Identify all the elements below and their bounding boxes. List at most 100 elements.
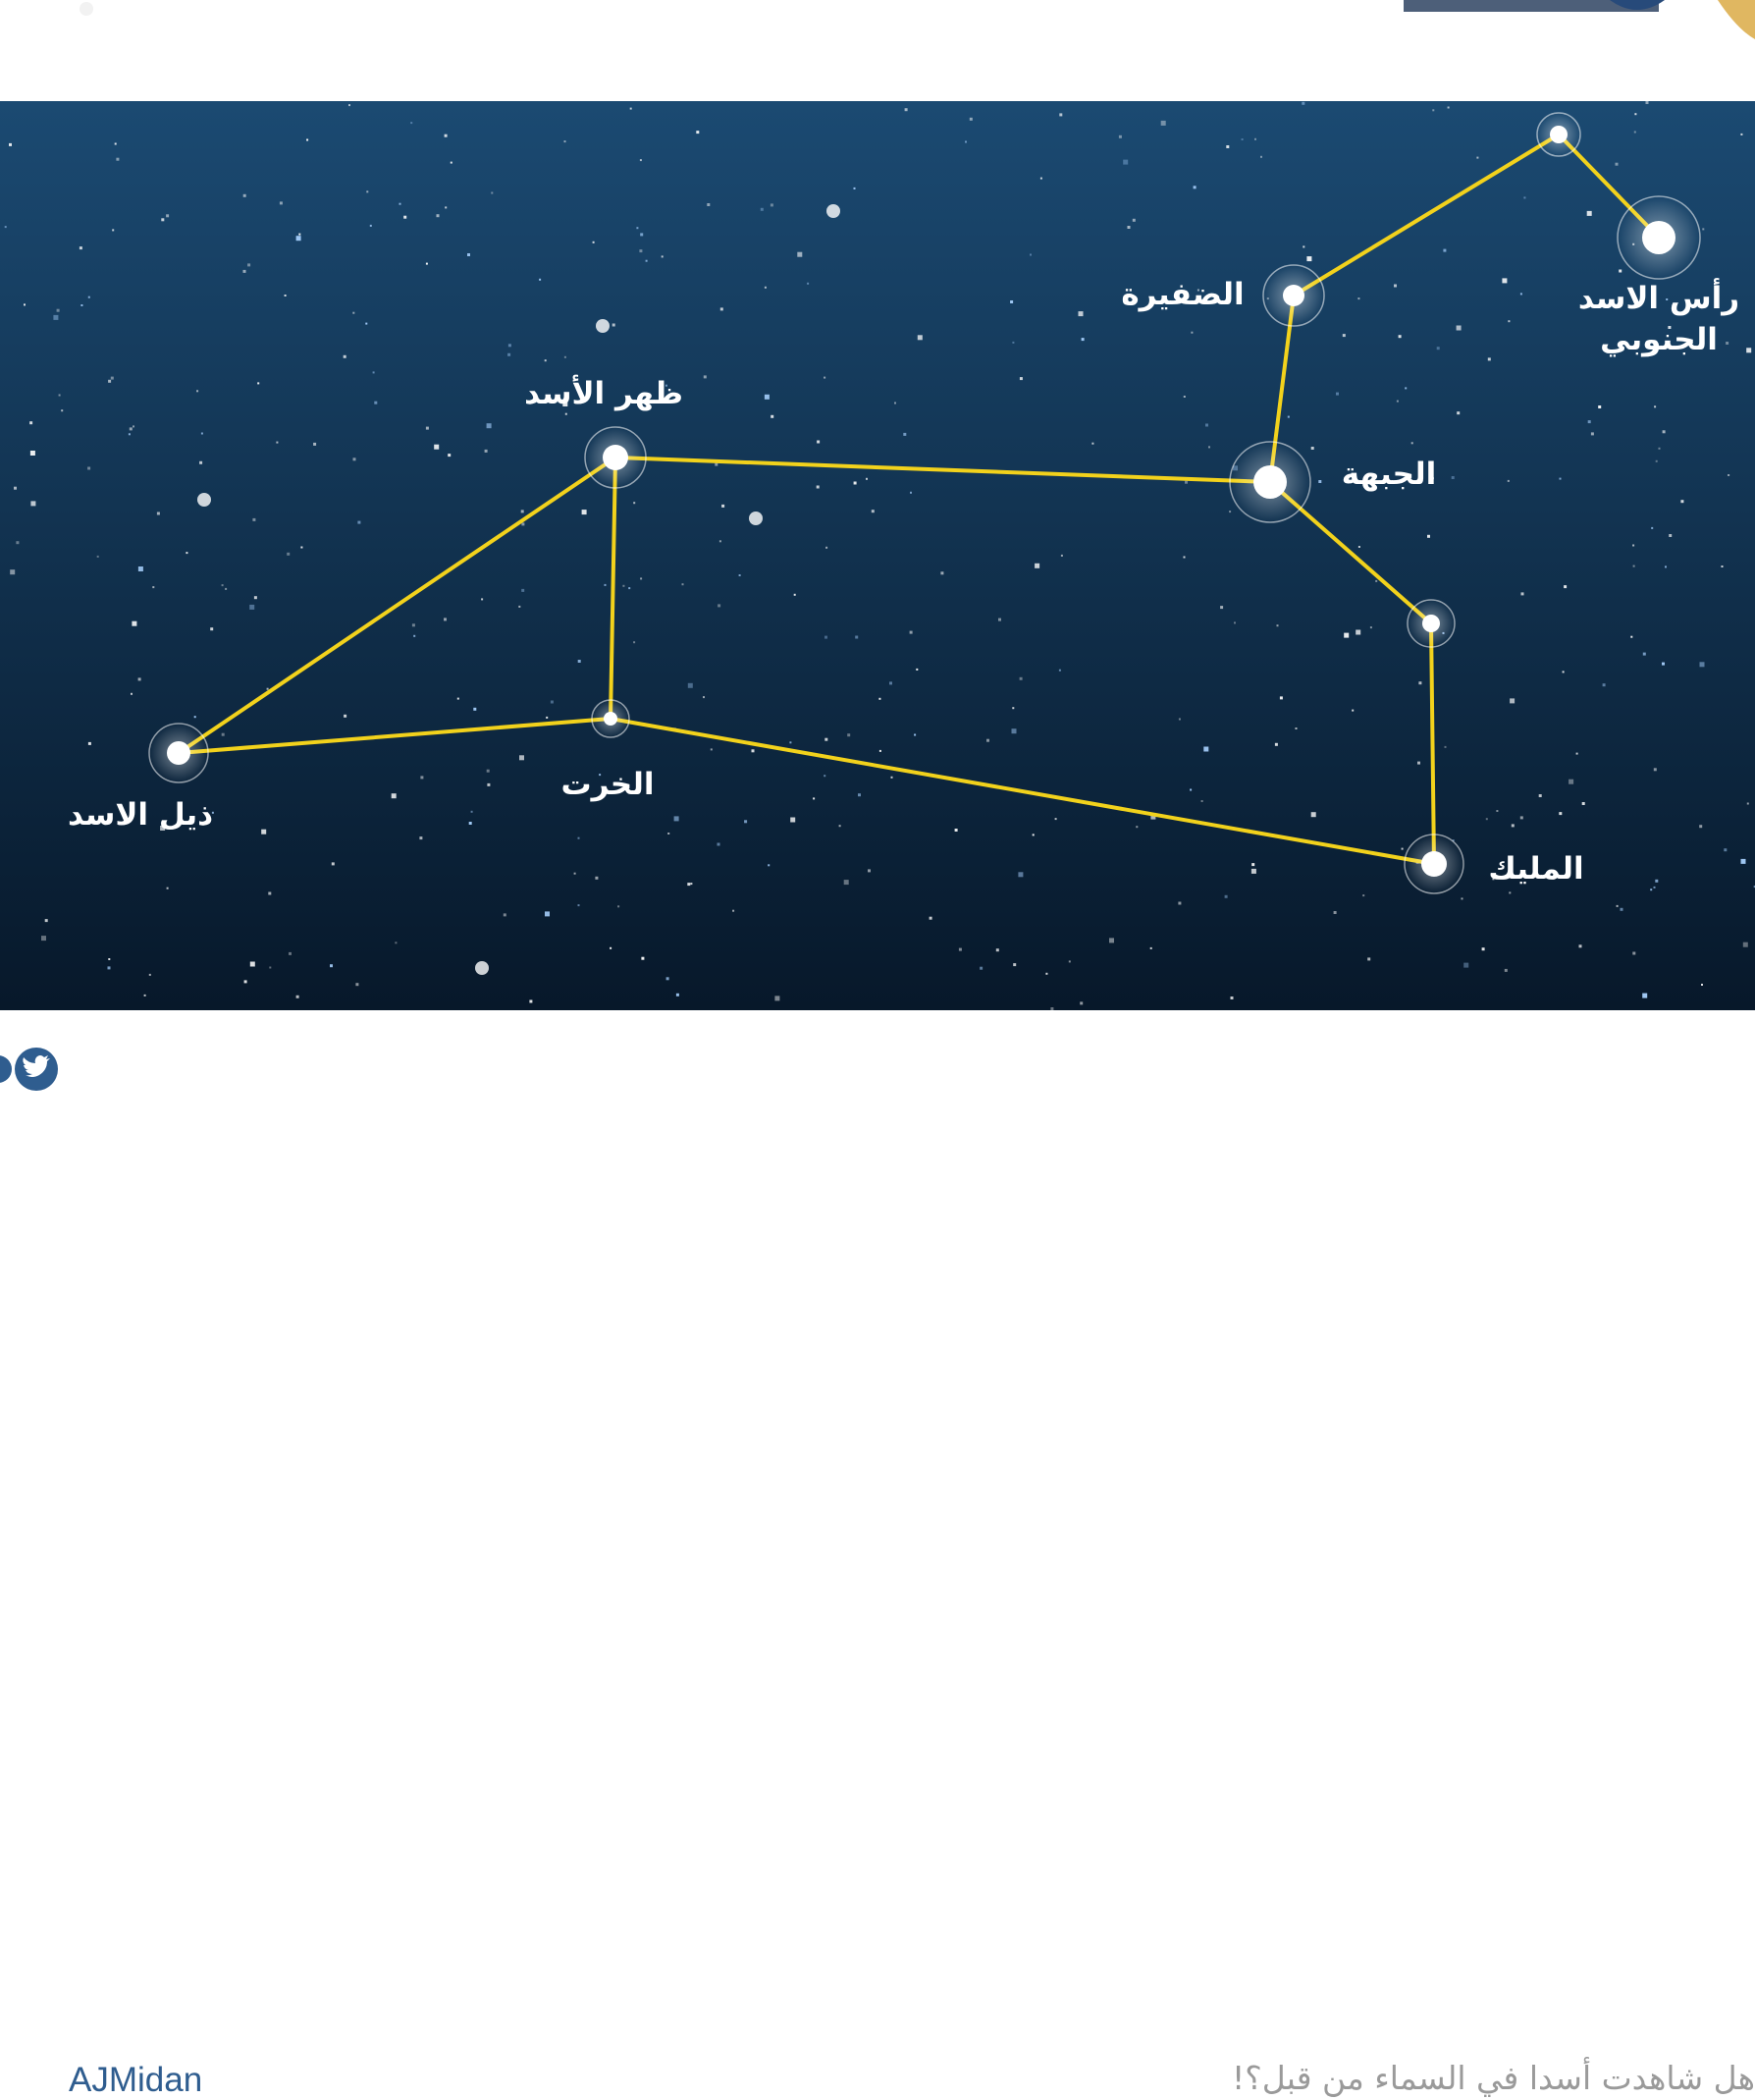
background-star (673, 816, 679, 822)
background-star (544, 359, 547, 362)
background-stars (4, 101, 1755, 1010)
background-star (1185, 480, 1188, 484)
background-star (1401, 847, 1404, 850)
background-star (107, 966, 111, 970)
background-star (44, 919, 48, 923)
background-star (87, 466, 91, 470)
background-star (843, 880, 849, 886)
background-star (738, 574, 741, 576)
background-star (1276, 624, 1279, 627)
background-star (868, 869, 871, 873)
background-star (193, 716, 196, 719)
background-star (403, 215, 407, 219)
background-star (108, 958, 111, 960)
background-star (14, 486, 17, 490)
star-jabha (1229, 441, 1311, 523)
background-star (1562, 671, 1565, 673)
background-star (665, 977, 669, 981)
background-star (1039, 177, 1042, 180)
background-star (824, 635, 827, 639)
background-star (1205, 423, 1208, 427)
background-star (1598, 405, 1602, 408)
background-star (503, 913, 506, 917)
connection-line-zahr-thail (177, 456, 617, 755)
facebook-icon[interactable] (0, 1055, 12, 1083)
background-star (639, 159, 642, 162)
background-star (470, 810, 473, 813)
background-star (1333, 911, 1337, 914)
star-label-ras-south: رأس الاسد (1578, 278, 1739, 316)
background-star (529, 999, 533, 1003)
background-star (484, 449, 488, 453)
background-star (355, 983, 359, 987)
background-star (1508, 320, 1511, 323)
background-star (969, 117, 973, 121)
background-star (295, 236, 301, 242)
background-star (550, 700, 554, 704)
background-star (1178, 718, 1181, 721)
background-star (1127, 226, 1131, 229)
background-star (1224, 894, 1228, 898)
star-label-dafira: الضفيرة (1121, 277, 1244, 312)
background-star (1045, 972, 1048, 975)
background-star (1452, 839, 1455, 842)
background-star (1362, 894, 1365, 897)
background-star (87, 741, 91, 745)
background-star (564, 412, 567, 415)
star-label-thail: ذيل الاسد (68, 797, 213, 833)
background-star (1561, 875, 1564, 878)
background-star (434, 444, 440, 450)
background-star (1569, 779, 1574, 784)
background-star (1226, 145, 1230, 148)
background-star (1632, 951, 1636, 955)
background-star (108, 379, 112, 383)
twitter-bird-icon[interactable] (15, 1048, 58, 1091)
background-star (1279, 696, 1283, 700)
background-star (1310, 447, 1314, 450)
background-star (1586, 210, 1592, 216)
background-star (352, 311, 355, 314)
background-star (965, 140, 967, 143)
background-star (581, 510, 587, 515)
background-star (4, 226, 7, 229)
background-star (1538, 794, 1542, 797)
background-star (878, 697, 881, 700)
background-star (1229, 511, 1232, 513)
background-star (628, 587, 631, 590)
background-star (824, 737, 828, 741)
twitter-handle[interactable]: AJMidan (69, 2061, 203, 2099)
background-star (1398, 335, 1402, 339)
background-star (284, 295, 287, 296)
background-star (1632, 544, 1635, 547)
background-star (152, 586, 155, 589)
background-star (287, 552, 291, 556)
background-star (890, 776, 893, 779)
background-star (903, 432, 907, 436)
background-star (661, 255, 664, 258)
background-star (1011, 728, 1017, 734)
background-star (816, 485, 820, 489)
background-star (1369, 626, 1372, 629)
background-star (420, 776, 424, 780)
background-star (148, 973, 151, 976)
background-star (1456, 325, 1462, 331)
background-star (1081, 338, 1085, 342)
background-star (87, 296, 90, 298)
background-star (1357, 297, 1360, 300)
background-star (261, 829, 267, 835)
background-star (1463, 962, 1469, 968)
background-star (1342, 334, 1346, 338)
background-star (1630, 635, 1633, 638)
background-star (1447, 106, 1450, 109)
background-star (1666, 298, 1669, 300)
background-star (838, 825, 841, 828)
background-star (1509, 891, 1512, 894)
background-star (467, 253, 470, 256)
background-star (1109, 938, 1114, 943)
background-star (58, 394, 61, 397)
background-star (592, 241, 595, 243)
background-star (1746, 348, 1752, 353)
connection-line-kharat-malik (609, 717, 1436, 866)
background-star (445, 206, 448, 209)
background-star (1197, 289, 1199, 292)
